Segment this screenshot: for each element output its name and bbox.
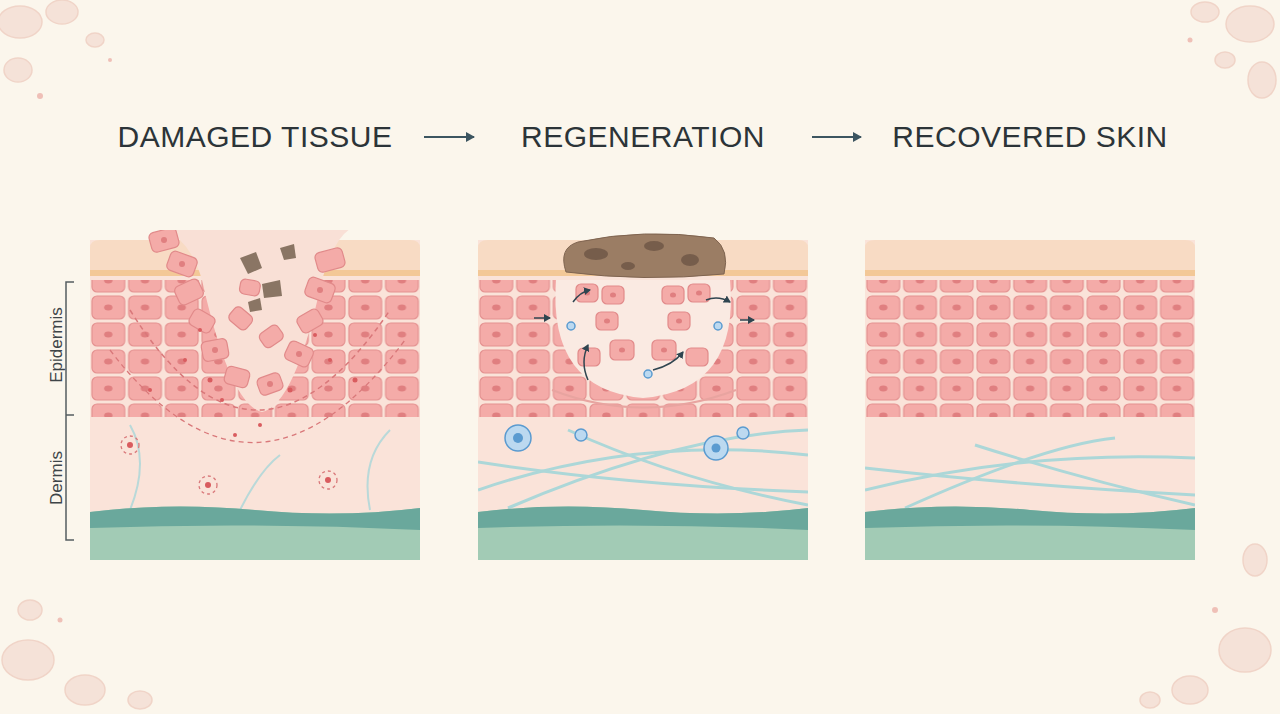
damaged-tissue-illustration bbox=[90, 230, 420, 560]
stage-heading: REGENERATION bbox=[478, 108, 808, 166]
stage-panel: RECOVERED SKIN bbox=[865, 108, 1195, 560]
layer-label: Epidermis bbox=[47, 307, 67, 383]
stage-heading: RECOVERED SKIN bbox=[865, 108, 1195, 166]
stage-arrow bbox=[424, 136, 474, 138]
stage-arrow bbox=[812, 136, 861, 138]
regeneration-illustration bbox=[478, 230, 808, 560]
stage-panel: DAMAGED TISSUE bbox=[90, 108, 420, 560]
recovered-skin-illustration bbox=[865, 230, 1195, 560]
layer-label: Dermis bbox=[47, 451, 67, 505]
stage-heading: DAMAGED TISSUE bbox=[90, 108, 420, 166]
stage-panel: REGENERATION bbox=[478, 108, 808, 560]
